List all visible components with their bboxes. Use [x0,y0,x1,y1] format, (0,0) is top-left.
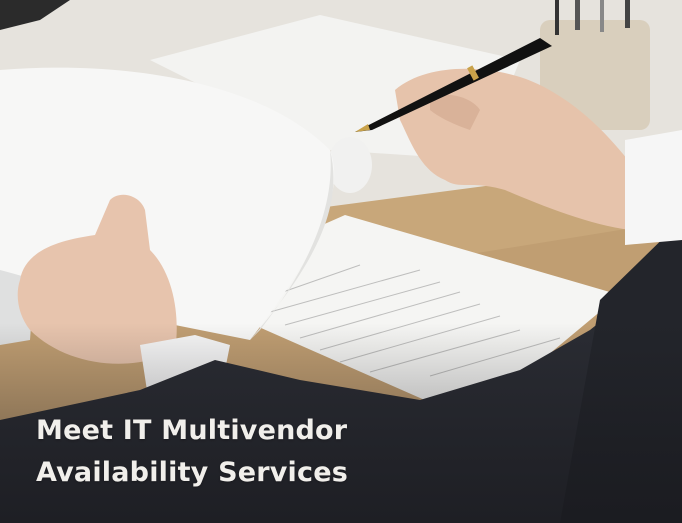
hero-headline: Meet IT Multivendor Availability Service… [36,410,456,494]
hero-headline-line-2: Availability Services [36,457,348,488]
hero-headline-line-1: Meet IT Multivendor [36,415,348,446]
